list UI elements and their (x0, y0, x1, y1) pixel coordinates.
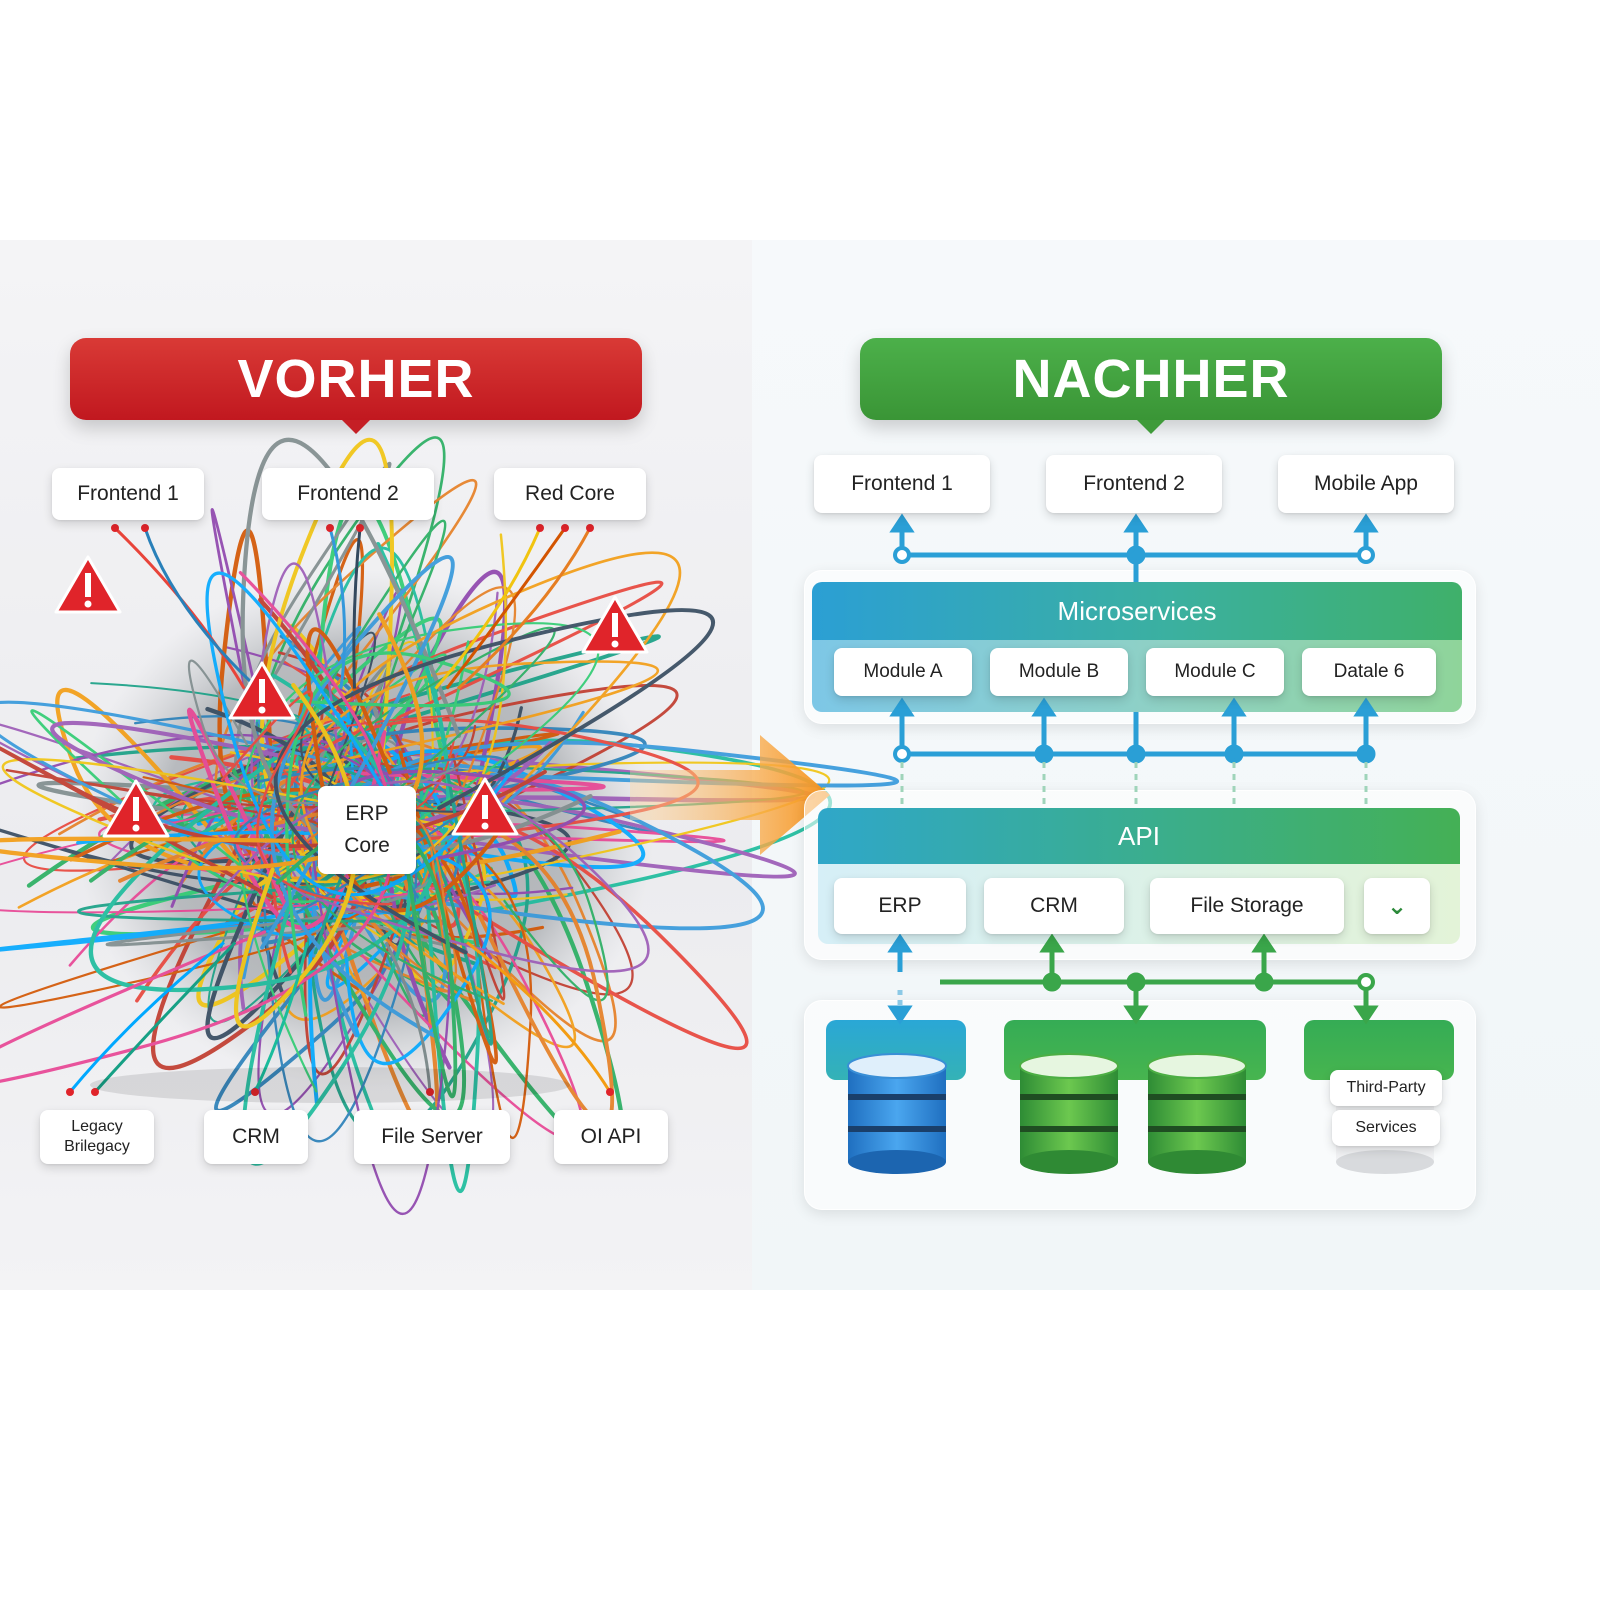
module-d: Datale 6 (1302, 648, 1436, 696)
before-erp-core: ERP Core (318, 786, 416, 874)
before-frontend-1: Frontend 1 (52, 468, 204, 520)
feed-wire (352, 527, 362, 689)
database-icon-green-2 (1147, 1053, 1247, 1174)
tangle-wire (305, 627, 503, 913)
api-erp: ERP (834, 878, 966, 934)
connector-dot (586, 524, 594, 532)
tangle-wire (268, 688, 388, 903)
microservices-bar: Microservices (812, 582, 1462, 640)
before-title: VORHER (70, 338, 642, 434)
tangle-wire (76, 830, 492, 1066)
connector-dot (536, 524, 544, 532)
warning-icon (102, 779, 170, 838)
tangle-wire (0, 791, 472, 914)
api-bar: API (818, 808, 1460, 864)
tangle-wire (205, 706, 357, 1041)
third-party-line-2: Services (1332, 1110, 1440, 1146)
feed-wire (456, 527, 592, 690)
tangle-wire (214, 634, 435, 1113)
tangle-wire (285, 651, 511, 1017)
connector-dot (111, 524, 119, 532)
legacy-line-1: Legacy (71, 1118, 123, 1135)
warning-icon (581, 595, 649, 654)
connector-dot (91, 1088, 99, 1096)
api-crm: CRM (984, 878, 1124, 934)
feed-wire (328, 527, 347, 689)
connector-dot (561, 524, 569, 532)
tangle-wire (260, 555, 455, 1040)
tangle-wire (277, 714, 455, 818)
tangle-wire (297, 660, 660, 1004)
tangle-wire (5, 724, 477, 824)
module-a: Module A (834, 648, 972, 696)
module-b: Module B (990, 648, 1128, 696)
module-c: Module C (1146, 648, 1284, 696)
before-file-server: File Server (354, 1110, 510, 1164)
microservices-api-dash (900, 762, 1368, 808)
warning-icon (451, 777, 519, 836)
connector-dot (251, 1088, 259, 1096)
feed-wire (445, 527, 567, 690)
connector-dot (426, 1088, 434, 1096)
erp-core-line-2: Core (344, 834, 390, 857)
frontend-bus (889, 513, 1379, 582)
feed-wire (68, 941, 225, 1093)
tangle-wire (134, 715, 418, 1143)
after-frontend-2: Frontend 2 (1046, 455, 1222, 513)
transition-arrow (630, 735, 830, 855)
after-frontend-1: Frontend 1 (814, 455, 990, 513)
database-icon-green (1019, 1053, 1119, 1174)
tangle-wire (0, 571, 395, 1083)
before-api: OI API (554, 1110, 668, 1164)
before-crm: CRM (204, 1110, 308, 1164)
tangle-wire (205, 571, 513, 897)
erp-core-line-1: ERP (345, 802, 389, 825)
feed-wire (143, 527, 259, 690)
tangle-wire (233, 682, 359, 1029)
connector-dot (66, 1088, 74, 1096)
database-icon-blue (847, 1053, 947, 1174)
tangle-wire (0, 734, 451, 1215)
connector-dot (141, 524, 149, 532)
feed-wire (384, 941, 432, 1093)
after-title: NACHHER (860, 338, 1442, 434)
api-file-storage: File Storage (1150, 878, 1344, 934)
before-frontend-2: Frontend 2 (262, 468, 434, 520)
api-storage-bus (940, 933, 1379, 1025)
warning-icon (54, 555, 122, 614)
feed-wire (253, 942, 309, 1093)
feed-wire (93, 941, 237, 1094)
tangle-shadow (90, 1067, 570, 1103)
third-party-line-1: Third-Party (1330, 1070, 1442, 1106)
before-legacy: Legacy Brilegacy (40, 1110, 154, 1164)
microservices-bus (889, 697, 1379, 764)
connector-dot (326, 524, 334, 532)
connector-dot (356, 524, 364, 532)
after-mobile-app: Mobile App (1278, 455, 1454, 513)
warning-icon (228, 661, 296, 720)
api-erp-link (887, 933, 913, 1025)
tangle-wire (220, 690, 393, 906)
legacy-line-2: Brilegacy (64, 1138, 130, 1155)
connector-dot (606, 1088, 614, 1096)
chevron-down-icon: ⌄ (1364, 878, 1430, 934)
feed-wire (434, 527, 542, 690)
feed-wire (466, 941, 612, 1093)
before-red-core: Red Core (494, 468, 646, 520)
tangle-wire (0, 612, 425, 871)
